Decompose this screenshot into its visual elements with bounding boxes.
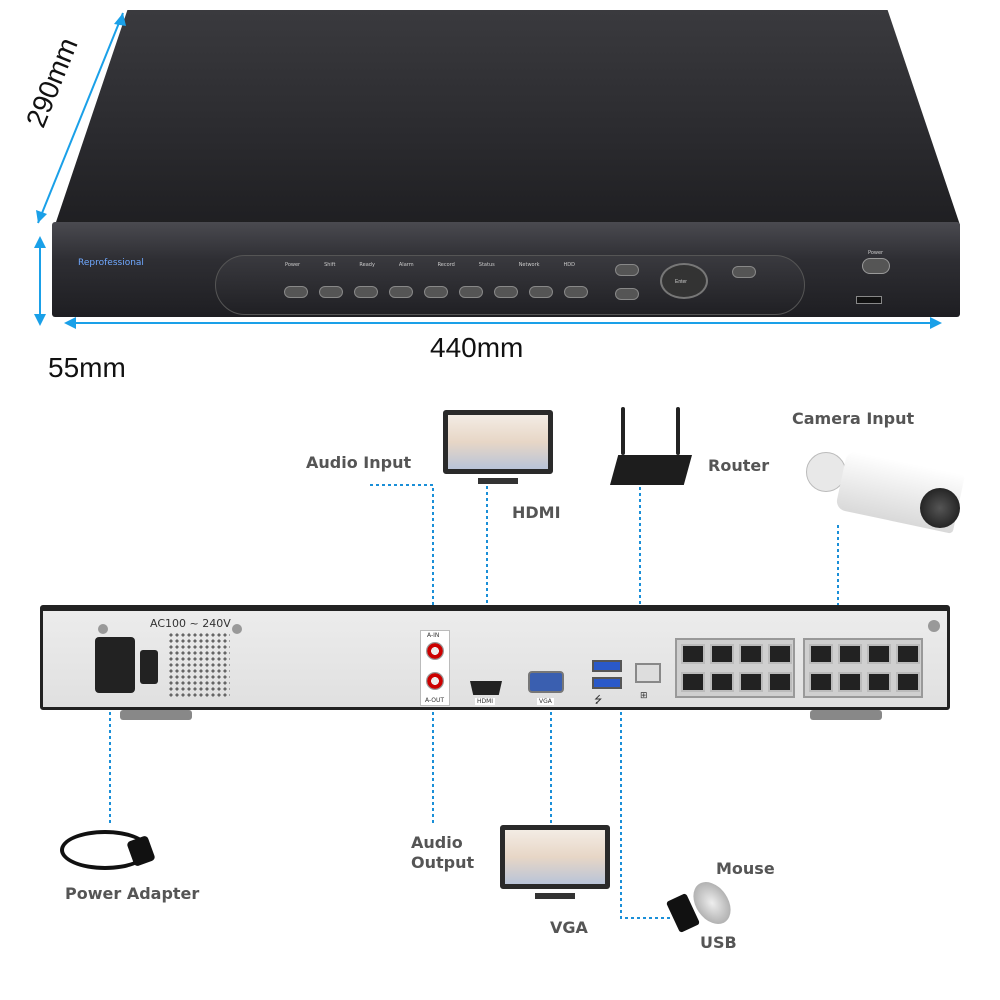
poe-port[interactable] — [896, 644, 920, 664]
front-button-4[interactable] — [389, 286, 413, 298]
front-button-3[interactable] — [354, 286, 378, 298]
poe-port[interactable] — [838, 644, 862, 664]
usb-port-top[interactable] — [592, 660, 622, 672]
hdmi-monitor-stand — [478, 478, 518, 484]
indicator-record: Record — [437, 262, 455, 268]
camera-input-label: Camera Input — [792, 409, 915, 428]
poe-port[interactable] — [739, 644, 763, 664]
hdmi-port-label: HDMI — [475, 698, 496, 705]
poe-port[interactable] — [809, 672, 833, 692]
screw-icon — [232, 624, 242, 634]
depth-arrow — [36, 12, 126, 224]
power-button-label: Power — [868, 250, 884, 256]
nav-enter-label: Enter — [675, 279, 687, 285]
power-button[interactable] — [862, 258, 890, 274]
network-symbol-icon: ⊞ — [640, 690, 648, 700]
usb-port-bottom[interactable] — [592, 677, 622, 689]
menu-button[interactable] — [615, 264, 639, 276]
hdmi-monitor — [443, 410, 553, 474]
vga-port[interactable] — [528, 671, 564, 693]
screw-icon — [98, 624, 108, 634]
front-button-2[interactable] — [319, 286, 343, 298]
psu-fan-vent — [168, 632, 230, 698]
indicator-ready: Ready — [359, 262, 375, 268]
width-label: 440mm — [430, 332, 524, 363]
poe-port[interactable] — [768, 644, 792, 664]
front-button-9[interactable] — [564, 286, 588, 298]
audio-out-jack[interactable] — [426, 672, 444, 690]
power-socket[interactable] — [95, 637, 135, 693]
lan-port[interactable] — [635, 663, 661, 683]
height-arrow — [34, 236, 46, 326]
front-buttons — [284, 286, 614, 298]
poe-port-block-2 — [803, 638, 923, 698]
navigation-ring[interactable] — [660, 263, 708, 299]
front-usb-slot — [856, 296, 882, 304]
usb-label: USB — [700, 933, 737, 952]
fn-button[interactable] — [615, 288, 639, 300]
poe-port[interactable] — [867, 672, 891, 692]
rear-foot-left — [120, 710, 192, 720]
poe-port[interactable] — [867, 644, 891, 664]
vga-monitor-stand — [535, 893, 575, 899]
indicator-network: Network — [518, 262, 540, 268]
vga-monitor — [500, 825, 610, 889]
router-antenna-right — [676, 407, 680, 455]
front-button-7[interactable] — [494, 286, 518, 298]
poe-port[interactable] — [739, 672, 763, 692]
usb-symbol-icon: ⭍ — [594, 695, 603, 706]
indicator-hdd: HDD — [563, 262, 575, 268]
rear-foot-right — [810, 710, 882, 720]
audio-input-label: Audio Input — [306, 453, 412, 472]
router-antenna-left — [621, 407, 625, 455]
front-button-6[interactable] — [459, 286, 483, 298]
nvr-top-cover — [55, 10, 960, 225]
poe-port[interactable] — [681, 644, 705, 664]
height-label: 55mm — [48, 352, 126, 383]
front-button-8[interactable] — [529, 286, 553, 298]
vga-port-label: VGA — [537, 698, 554, 705]
poe-port[interactable] — [809, 644, 833, 664]
poe-port[interactable] — [710, 672, 734, 692]
router-icon — [610, 455, 692, 485]
hdmi-port[interactable] — [470, 681, 502, 695]
audio-output-label-line1: Audio — [411, 833, 463, 852]
audio-output-label-line2: Output — [411, 853, 475, 872]
brand-logo: Reprofessional — [78, 258, 144, 268]
screw-icon — [928, 620, 940, 632]
poe-port[interactable] — [896, 672, 920, 692]
front-button-5[interactable] — [424, 286, 448, 298]
hdmi-label: HDMI — [512, 503, 561, 522]
audio-in-jack[interactable] — [426, 642, 444, 660]
esc-button[interactable] — [732, 266, 756, 278]
mouse-label: Mouse — [716, 859, 775, 878]
poe-port-block-1 — [675, 638, 795, 698]
audio-out-label: A-OUT — [423, 697, 447, 704]
indicator-power: Power — [285, 262, 301, 268]
indicator-alarm: Alarm — [398, 262, 414, 268]
power-switch[interactable] — [140, 650, 158, 684]
width-arrow — [64, 317, 942, 329]
camera-lens — [920, 488, 960, 528]
poe-port[interactable] — [768, 672, 792, 692]
indicator-labels: Power Shift Ready Alarm Record Status Ne… — [285, 262, 575, 268]
vga-label: VGA — [550, 918, 588, 937]
indicator-status: Status — [478, 262, 495, 268]
ac-voltage-label: AC100 ~ 240V — [150, 617, 231, 630]
front-button-1[interactable] — [284, 286, 308, 298]
audio-in-label: A-IN — [425, 632, 442, 639]
poe-port[interactable] — [838, 672, 862, 692]
power-adapter-label: Power Adapter — [65, 884, 200, 903]
indicator-shift: Shift — [324, 262, 336, 268]
poe-port[interactable] — [681, 672, 705, 692]
poe-port[interactable] — [710, 644, 734, 664]
router-label: Router — [708, 456, 770, 475]
